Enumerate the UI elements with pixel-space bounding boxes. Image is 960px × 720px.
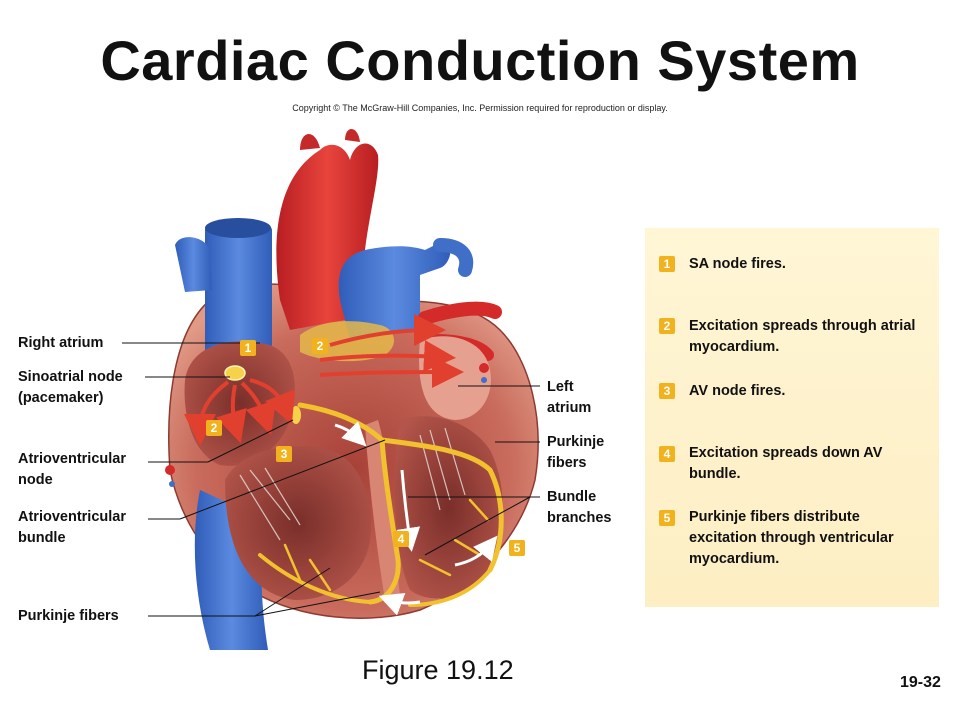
step-badge-1: 1	[659, 256, 675, 272]
brachiocephalic-vein	[175, 237, 212, 292]
label-left-atrium-line2: atrium	[547, 400, 592, 416]
label-av-bundle-line1: Atrioventricular	[18, 509, 126, 525]
diagram-badge-1: 1	[240, 340, 256, 356]
sa-node	[224, 365, 246, 381]
label-purkinje-line2: fibers	[547, 455, 587, 471]
label-bundle-branches: Bundle branches	[547, 487, 611, 529]
label-bundle-line2: branches	[547, 510, 612, 526]
diagram-badge-2-atrium: 2	[312, 338, 328, 354]
label-bundle-line1: Bundle	[547, 489, 597, 505]
interventricular-septum	[365, 420, 400, 600]
diagram-badge-2-right: 2	[206, 420, 222, 436]
figure-caption: Figure 19.12	[362, 655, 514, 685]
label-av-node-line2: node	[18, 472, 53, 488]
superior-vena-cava	[205, 218, 272, 360]
label-av-bundle: Atrioventricular bundle	[18, 507, 126, 549]
step-text-4: Excitation spreads down AV bundle.	[689, 445, 883, 482]
label-sinoatrial-node-line1: Sinoatrial node	[18, 369, 123, 385]
label-sinoatrial-node-line2: (pacemaker)	[18, 390, 104, 406]
diagram-badge-3: 3	[276, 446, 292, 462]
label-av-node: Atrioventricular node	[18, 449, 126, 491]
diagram-badge-5: 5	[509, 540, 525, 556]
page-title: Cardiac Conduction System	[100, 29, 860, 92]
step-badge-5: 5	[659, 510, 675, 526]
sa-excitation-arrows	[184, 378, 295, 446]
label-right-atrium: Right atrium	[18, 335, 104, 351]
pulmonary-vein-upper	[418, 301, 502, 325]
slide-number: 19-32	[900, 674, 941, 691]
diagram-badge-4: 4	[393, 531, 409, 547]
step-text-1: SA node fires.	[689, 256, 786, 272]
steps-panel: 1 SA node fires. 2 Excitation spreads th…	[645, 228, 939, 607]
label-left-atrium: Left atrium	[547, 377, 591, 419]
leader-lines	[122, 342, 540, 617]
step-badge-3: 3	[659, 383, 675, 399]
label-left-atrium-line1: Left	[547, 379, 574, 395]
label-purkinje-line1: Purkinje	[547, 434, 605, 450]
step-badge-2: 2	[659, 318, 675, 334]
step-badge-4: 4	[659, 446, 675, 462]
ventricular-excitation-arrows	[334, 421, 498, 616]
copyright-notice: Copyright © The McGraw-Hill Companies, I…	[292, 103, 668, 113]
step-text-3: AV node fires.	[689, 383, 786, 399]
label-av-bundle-line2: bundle	[18, 530, 66, 546]
atrial-excitation-arrows	[319, 314, 464, 389]
av-node	[291, 406, 301, 424]
step-text-2: Excitation spreads through atrial myocar…	[689, 318, 916, 355]
label-sinoatrial-node: Sinoatrial node (pacemaker)	[18, 367, 123, 409]
pulmonary-artery-right	[433, 238, 474, 277]
label-purkinje-fibers-right: Purkinje fibers	[547, 432, 604, 474]
label-purkinje-fibers-bottom: Purkinje fibers	[18, 608, 119, 624]
label-av-node-line1: Atrioventricular	[18, 451, 126, 467]
pulmonary-trunk	[338, 240, 451, 340]
step-text-5: Purkinje fibers distribute excitation th…	[689, 509, 894, 567]
